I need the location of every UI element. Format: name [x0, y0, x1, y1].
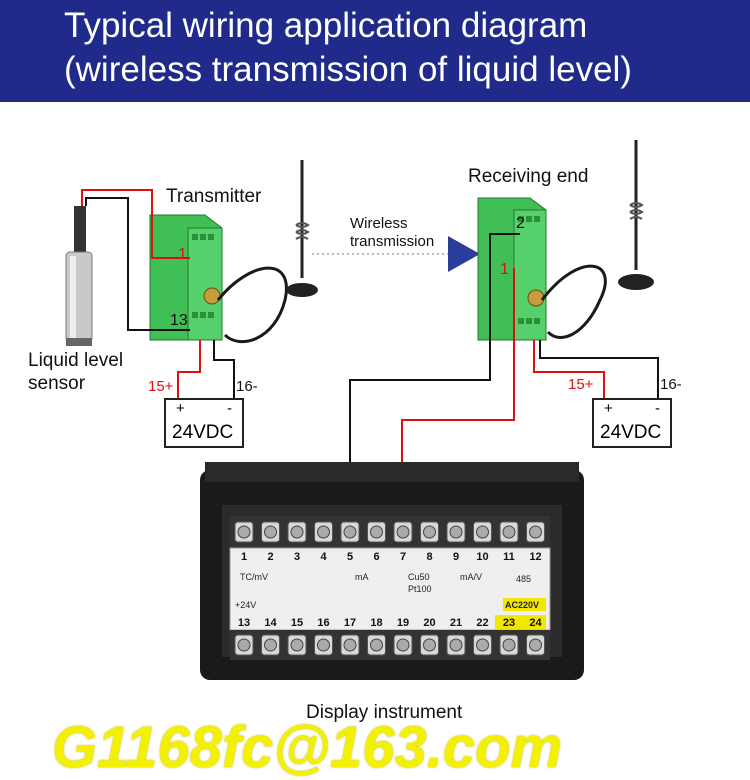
liquid-level-sensor: [65, 206, 93, 346]
top-terminal-number: 3: [294, 551, 300, 563]
top-screw-head: [423, 525, 436, 539]
wireless-label-2: transmission: [350, 233, 435, 250]
bottom-screw-head: [343, 638, 357, 652]
top-screw-head: [449, 525, 463, 539]
right-psu-plus: +: [604, 400, 613, 417]
display-instrument-label: Display instrument: [306, 702, 463, 723]
wireless-arrow: [312, 236, 480, 272]
panel-pt100: Pt100: [408, 584, 432, 594]
transmitter-antenna: [286, 160, 318, 297]
top-screw-head: [370, 525, 383, 539]
top-screw-head: [343, 525, 357, 539]
top-screw-head: [529, 525, 542, 539]
top-terminal-number: 2: [267, 551, 273, 563]
top-screw-head: [502, 525, 516, 539]
bottom-terminal-number: 16: [317, 617, 329, 629]
sensor-wires: [81, 189, 190, 331]
bottom-terminal-number: 19: [397, 617, 409, 629]
transmitter-power-wires: [177, 340, 235, 400]
left-psu-minus-label: 16-: [236, 378, 258, 395]
left-psu-voltage: 24VDC: [172, 422, 234, 443]
top-terminal-number: 6: [373, 551, 379, 563]
terminal-numbers-bottom: 13 14 15 16 17 18 19 20 21 22 23 24: [238, 617, 543, 629]
bottom-terminal-number: 24: [529, 617, 542, 629]
top-terminal-number: 1: [241, 551, 247, 563]
bottom-terminal-number: 17: [344, 617, 356, 629]
receiver-antenna: [618, 140, 654, 290]
sensor-label-2: sensor: [28, 373, 86, 394]
top-terminal-number: 12: [529, 551, 541, 563]
left-psu-plus-label: 15+: [148, 378, 174, 395]
bottom-screw-head: [290, 638, 304, 652]
panel-cu50: Cu50: [408, 572, 430, 582]
top-terminal-number: 8: [426, 551, 432, 563]
terminal-screws-top: [234, 521, 545, 543]
right-power-supply: + - 24VDC: [592, 398, 672, 448]
bottom-screw-head: [317, 638, 330, 652]
sensor-label-1: Liquid level: [28, 350, 124, 371]
bottom-screw-head: [502, 638, 516, 652]
left-psu-plus: +: [176, 400, 185, 417]
wireless-label-1: Wireless: [350, 215, 408, 232]
bottom-terminal-number: 15: [291, 617, 303, 629]
top-screw-row: [230, 516, 550, 548]
bottom-terminal-number: 14: [264, 617, 277, 629]
top-terminal-number: 9: [453, 551, 459, 563]
top-terminal-number: 5: [347, 551, 353, 563]
transmitter-pin-1: 1: [178, 246, 187, 263]
left-psu-minus: -: [227, 400, 232, 417]
bottom-terminal-number: 21: [450, 617, 462, 629]
bottom-screw-head: [449, 638, 463, 652]
receiver-power-wires: [533, 340, 659, 400]
receiver-module: [477, 197, 607, 341]
panel-mav: mA/V: [460, 572, 482, 582]
top-screw-head: [237, 525, 251, 539]
bottom-screw-head: [476, 638, 489, 652]
bottom-screw-head: [423, 638, 436, 652]
bottom-terminal-number: 23: [503, 617, 515, 629]
top-terminal-number: 11: [503, 551, 515, 563]
top-screw-head: [290, 525, 304, 539]
top-terminal-number: 10: [476, 551, 488, 563]
panel-ac220v: AC220V: [505, 600, 539, 610]
transmitter-label: Transmitter: [166, 186, 262, 207]
title-line-2: (wireless transmission of liquid level): [64, 50, 632, 89]
panel-ma: mA: [355, 572, 369, 582]
receiver-pin-2: 2: [516, 215, 525, 232]
bottom-terminal-number: 18: [370, 617, 382, 629]
right-psu-minus: -: [655, 400, 660, 417]
top-screw-head: [264, 525, 277, 539]
bottom-screw-head: [370, 638, 383, 652]
bottom-screw-head: [396, 638, 410, 652]
bottom-screw-head: [264, 638, 277, 652]
title-line-1: Typical wiring application diagram: [64, 6, 588, 45]
top-screw-head: [396, 525, 410, 539]
bottom-screw-head: [237, 638, 251, 652]
bottom-terminal-number: 13: [238, 617, 250, 629]
panel-485: 485: [516, 574, 531, 584]
bottom-terminal-number: 20: [423, 617, 435, 629]
panel-24v: +24V: [235, 600, 256, 610]
top-screw-head: [317, 525, 330, 539]
bottom-screw-head: [529, 638, 542, 652]
contact-email: G1168fc@163.com: [52, 715, 563, 780]
terminal-screws-bottom: [234, 634, 545, 656]
top-terminal-number: 4: [320, 551, 327, 563]
panel-tcmv: TC/mV: [240, 572, 268, 582]
right-psu-minus-label: 16-: [660, 376, 682, 393]
right-psu-plus-label: 15+: [568, 376, 594, 393]
transmitter-pin-13: 13: [170, 312, 188, 329]
receiver-pin-1: 1: [500, 261, 509, 278]
transmitter-module: [149, 214, 288, 344]
receiving-end-label: Receiving end: [468, 166, 589, 187]
title-banner: Typical wiring application diagram (wire…: [0, 0, 750, 102]
bottom-terminal-number: 22: [476, 617, 488, 629]
left-power-supply: + - 24VDC: [164, 398, 244, 448]
top-terminal-number: 7: [400, 551, 406, 563]
top-screw-head: [476, 525, 489, 539]
right-psu-voltage: 24VDC: [600, 422, 662, 443]
